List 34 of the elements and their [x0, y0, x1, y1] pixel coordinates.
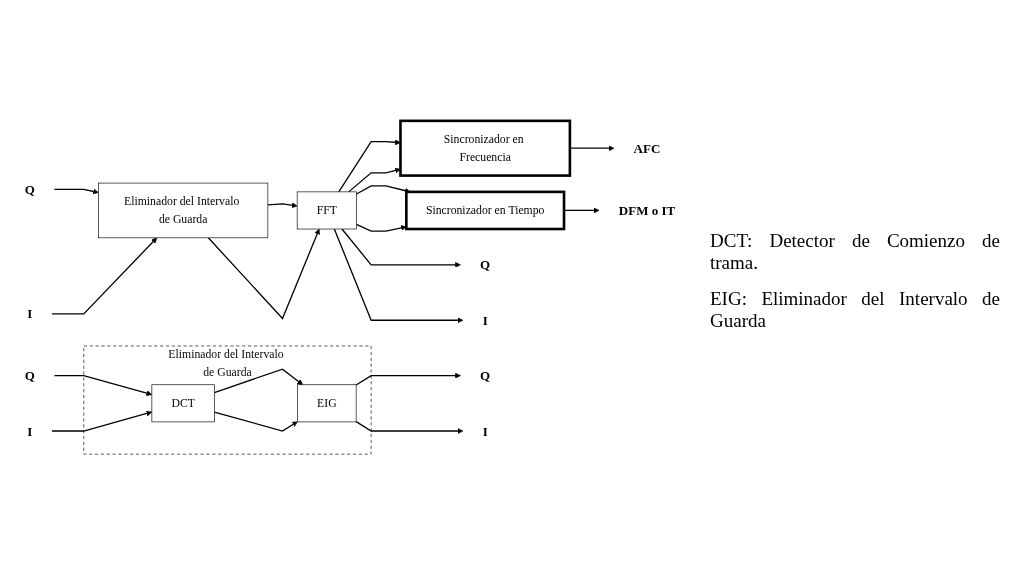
arrow	[53, 188, 99, 195]
arrow	[333, 228, 464, 324]
node-box: FFT	[296, 191, 357, 230]
node-text: I	[27, 306, 33, 322]
node-text: I	[482, 423, 488, 439]
arrow	[341, 228, 461, 268]
note-text: EIG: Eliminador del Intervalo de Guarda	[710, 287, 1000, 332]
arrow	[51, 237, 158, 315]
node-box: EIG	[297, 384, 357, 423]
arrow	[569, 145, 615, 152]
node-box: Eliminador del Intervalo de Guarda	[98, 182, 269, 239]
node-box: Sincronizador en Tiempo	[405, 190, 566, 231]
arrow	[355, 372, 461, 386]
arrow	[207, 228, 320, 320]
node-text: I	[27, 423, 33, 439]
node-text: Q	[24, 368, 35, 383]
node-text: I	[482, 313, 488, 328]
arrow	[51, 410, 153, 432]
arrow	[213, 411, 298, 432]
node-box: Sincronizador en Frecuencia	[399, 119, 572, 177]
node-text: DFM o IT	[618, 203, 676, 218]
arrow	[348, 167, 401, 193]
arrow	[355, 421, 464, 434]
arrow	[53, 375, 153, 396]
node-text: AFC	[633, 141, 661, 156]
arrow	[338, 139, 401, 193]
node-text: Q	[24, 182, 35, 197]
arrow	[267, 202, 298, 209]
node-text: Q	[480, 368, 491, 383]
arrow	[355, 223, 407, 232]
node-text: Q	[480, 257, 491, 273]
node-box: DCT	[151, 384, 215, 423]
arrow	[213, 368, 304, 394]
note-text: DCT: Detector de Comienzo de trama.	[710, 229, 1000, 274]
